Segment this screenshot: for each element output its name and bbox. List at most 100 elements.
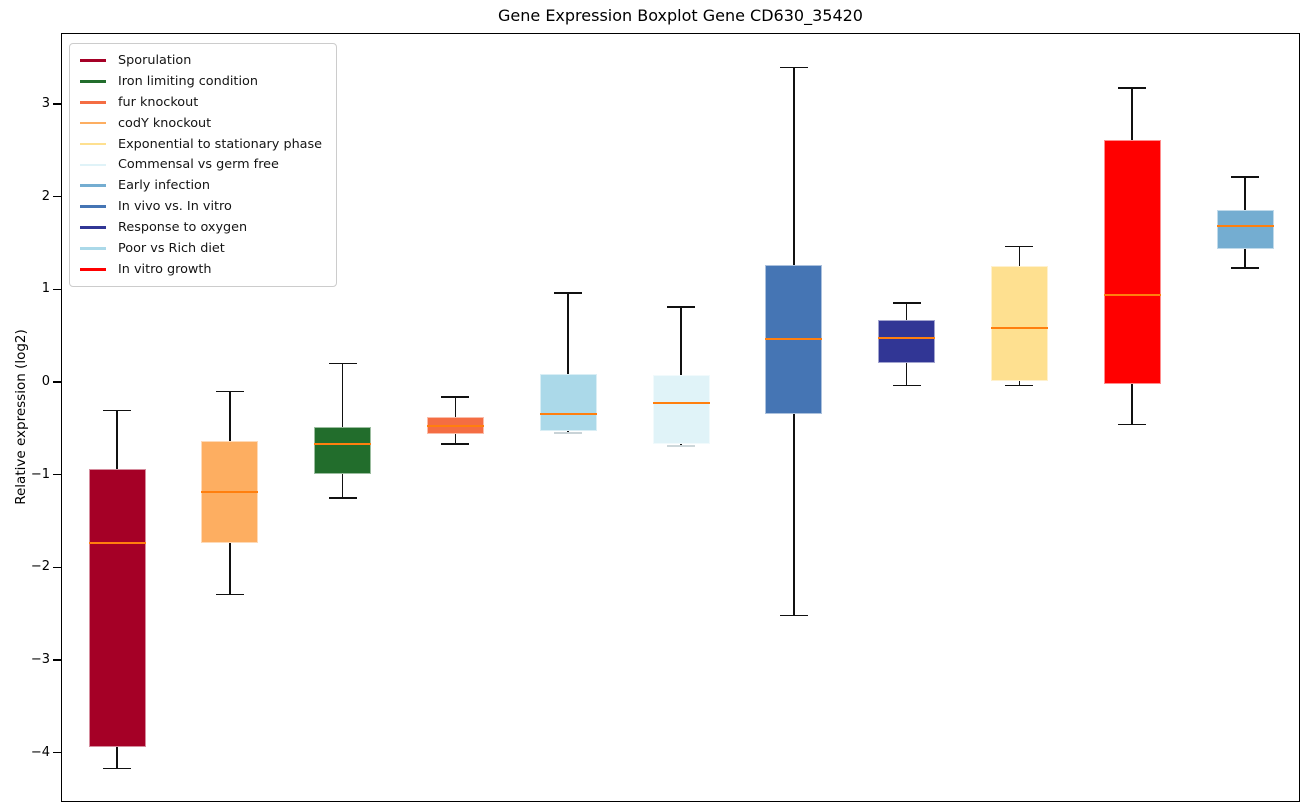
- box-early-infection: [1216, 209, 1274, 250]
- median-response-to-oxygen: [878, 337, 936, 340]
- whisker-upper-in-vivo-vs-in-vitro: [793, 67, 795, 266]
- legend-item-cody-knockout: codY knockout: [80, 113, 322, 134]
- legend-swatch-exponential-to-stationary-phase: [80, 142, 106, 146]
- cap-lower-fur-knockout: [441, 443, 470, 445]
- box-poor-vs-rich-diet: [539, 373, 597, 432]
- whisker-upper-fur-knockout: [454, 396, 457, 418]
- legend-swatch-in-vitro-growth: [80, 268, 106, 271]
- legend-swatch-sporulation: [80, 59, 106, 62]
- legend-swatch-iron-limiting-condition: [80, 80, 106, 83]
- legend-label: In vivo vs. In vitro: [118, 199, 232, 215]
- whisker-upper-poor-vs-rich-diet: [567, 293, 569, 374]
- whisker-upper-early-infection: [1244, 177, 1246, 210]
- box-exponential-to-stationary-phase: [990, 266, 1048, 382]
- legend-item-exponential-to-stationary-phase: Exponential to stationary phase: [80, 134, 322, 155]
- cap-upper-iron-limiting-condition: [328, 362, 357, 365]
- y-tick-label: −2: [30, 559, 50, 575]
- median-fur-knockout: [426, 425, 484, 428]
- legend-label: fur knockout: [118, 94, 199, 110]
- box-in-vitro-growth: [1103, 140, 1161, 384]
- cap-lower-exponential-to-stationary-phase: [1005, 384, 1034, 387]
- y-tick-label: 0: [41, 374, 50, 389]
- y-tick-label: 3: [41, 95, 50, 111]
- whisker-lower-in-vitro-growth: [1131, 383, 1133, 425]
- cap-lower-early-infection: [1231, 267, 1259, 269]
- y-tick-mark: [53, 103, 61, 105]
- median-cody-knockout: [201, 491, 259, 494]
- box-iron-limiting-condition: [314, 427, 372, 474]
- legend-item-response-to-oxygen: Response to oxygen: [80, 217, 322, 238]
- box-sporulation: [88, 469, 146, 748]
- whisker-lower-sporulation: [116, 747, 118, 769]
- legend-label: In vitro growth: [118, 261, 212, 277]
- whisker-lower-exponential-to-stationary-phase: [1018, 381, 1021, 386]
- box-response-to-oxygen: [878, 319, 936, 363]
- y-tick-mark: [53, 288, 61, 290]
- legend-item-in-vivo-vs-in-vitro: In vivo vs. In vitro: [80, 196, 322, 217]
- cap-upper-poor-vs-rich-diet: [554, 292, 583, 294]
- cap-upper-sporulation: [103, 409, 131, 412]
- box-commensal-vs-germ-free: [652, 374, 710, 445]
- whisker-lower-in-vivo-vs-in-vitro: [793, 414, 795, 616]
- y-tick-mark: [53, 381, 61, 383]
- cap-upper-response-to-oxygen: [892, 302, 921, 304]
- cap-lower-in-vivo-vs-in-vitro: [779, 614, 808, 617]
- median-iron-limiting-condition: [314, 443, 372, 446]
- cap-lower-sporulation: [103, 767, 131, 770]
- legend-label: Exponential to stationary phase: [118, 136, 323, 152]
- legend-label: codY knockout: [118, 115, 212, 131]
- y-tick-label: 1: [41, 281, 50, 297]
- legend-swatch-commensal-vs-germ-free: [80, 163, 106, 167]
- legend-label: Response to oxygen: [118, 220, 248, 236]
- legend-swatch-fur-knockout: [80, 100, 106, 104]
- legend-swatch-in-vivo-vs-in-vitro: [80, 205, 106, 208]
- y-tick-mark: [53, 752, 61, 754]
- y-tick-label: 2: [41, 188, 50, 204]
- cap-lower-poor-vs-rich-diet: [554, 432, 583, 434]
- median-commensal-vs-germ-free: [652, 402, 710, 405]
- whisker-lower-poor-vs-rich-diet: [567, 431, 569, 433]
- legend-label: Commensal vs germ free: [118, 157, 279, 173]
- y-tick-label: −1: [30, 466, 50, 482]
- whisker-upper-sporulation: [116, 410, 118, 470]
- cap-lower-in-vitro-growth: [1118, 423, 1147, 426]
- legend-label: Iron limiting condition: [118, 73, 258, 89]
- whisker-lower-commensal-vs-germ-free: [680, 444, 682, 446]
- whisker-upper-iron-limiting-condition: [341, 363, 344, 428]
- legend-item-sporulation: Sporulation: [80, 50, 322, 71]
- legend-swatch-early-infection: [80, 184, 106, 188]
- cap-upper-commensal-vs-germ-free: [667, 306, 695, 308]
- legend-item-in-vitro-growth: In vitro growth: [80, 259, 322, 280]
- y-tick-label: −4: [30, 744, 50, 760]
- legend-item-fur-knockout: fur knockout: [80, 92, 322, 113]
- whisker-lower-early-infection: [1244, 249, 1246, 268]
- cap-upper-exponential-to-stationary-phase: [1005, 245, 1034, 248]
- y-tick-mark: [53, 659, 61, 661]
- whisker-upper-cody-knockout: [229, 391, 231, 442]
- cap-upper-in-vitro-growth: [1118, 87, 1147, 89]
- y-tick-mark: [53, 195, 61, 198]
- legend-label: Early infection: [118, 178, 210, 194]
- chart-title: Gene Expression Boxplot Gene CD630_35420: [498, 6, 863, 25]
- legend-item-iron-limiting-condition: Iron limiting condition: [80, 71, 322, 92]
- cap-lower-response-to-oxygen: [892, 384, 921, 387]
- whisker-upper-response-to-oxygen: [905, 303, 908, 320]
- median-in-vivo-vs-in-vitro: [765, 338, 823, 341]
- whisker-upper-commensal-vs-germ-free: [680, 306, 682, 375]
- cap-upper-in-vivo-vs-in-vitro: [779, 66, 808, 69]
- legend-swatch-response-to-oxygen: [80, 226, 106, 229]
- legend-label: Sporulation: [118, 52, 192, 68]
- legend-label: Poor vs Rich diet: [118, 240, 225, 256]
- legend-item-poor-vs-rich-diet: Poor vs Rich diet: [80, 238, 322, 259]
- y-tick-label: −3: [30, 652, 50, 668]
- legend-swatch-cody-knockout: [80, 121, 106, 125]
- legend-item-commensal-vs-germ-free: Commensal vs germ free: [80, 154, 322, 175]
- cap-upper-early-infection: [1231, 176, 1259, 178]
- median-early-infection: [1216, 225, 1274, 228]
- whisker-upper-exponential-to-stationary-phase: [1018, 246, 1021, 267]
- median-poor-vs-rich-diet: [539, 413, 597, 416]
- cap-lower-cody-knockout: [215, 593, 244, 596]
